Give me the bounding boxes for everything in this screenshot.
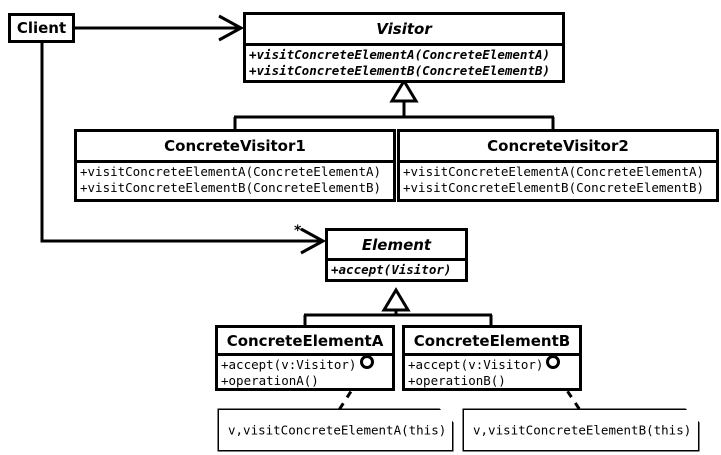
- member-row: +operationA(): [221, 373, 319, 388]
- class-separator: [77, 160, 393, 163]
- class-title-concrete-visitor-1: ConcreteVisitor1: [164, 137, 306, 155]
- member-row: +visitConcreteElementB(ConcreteElementB): [249, 63, 551, 78]
- class-title-concrete-element-b: ConcreteElementB: [413, 331, 571, 350]
- class-members-concrete-visitor-1: +visitConcreteElementA(ConcreteElementA)…: [77, 163, 393, 197]
- note-a-text: v,visitConcreteElementA(this): [228, 422, 447, 438]
- class-separator: [400, 160, 716, 163]
- note-box-b: v,visitConcreteElementB(this): [464, 410, 698, 450]
- multiplicity-label: *: [294, 223, 302, 239]
- client-box[interactable]: Client: [8, 13, 75, 43]
- class-title-element: Element: [361, 235, 432, 254]
- class-title-visitor: Visitor: [376, 20, 432, 38]
- class-members-concrete-element-a: +accept(v:Visitor) +operationA(): [218, 356, 392, 390]
- class-separator: [405, 353, 579, 356]
- member-row: +visitConcreteElementB(ConcreteElementB): [403, 180, 705, 195]
- member-row: +visitConcreteElementA(ConcreteElementA): [249, 47, 551, 62]
- member-row: +visitConcreteElementB(ConcreteElementB): [80, 180, 382, 195]
- class-title-concrete-visitor-2: ConcreteVisitor2: [487, 137, 629, 155]
- visitor-inheritance-triangle: [389, 78, 419, 103]
- class-box-concrete-visitor-2[interactable]: ConcreteVisitor2 +visitConcreteElementA(…: [397, 129, 719, 202]
- provided-interface-circle-a: [360, 355, 374, 369]
- class-members-concrete-element-b: +accept(v:Visitor) +operationB(): [405, 356, 579, 390]
- client-to-element-arrowhead: [300, 227, 327, 255]
- member-row: +visitConcreteElementA(ConcreteElementA): [403, 164, 705, 179]
- client-to-visitor-arrowhead: [218, 14, 245, 42]
- member-row: +operationB(): [408, 373, 506, 388]
- class-title-concrete-element-a: ConcreteElementA: [226, 331, 384, 350]
- provided-interface-circle-b: [546, 355, 560, 369]
- element-inheritance-triangle: [381, 287, 411, 312]
- client-label: Client: [16, 19, 67, 37]
- class-separator: [218, 353, 392, 356]
- member-row: +accept(Visitor): [331, 262, 452, 277]
- class-box-concrete-visitor-1[interactable]: ConcreteVisitor1 +visitConcreteElementA(…: [74, 129, 396, 202]
- member-row: +accept(v:Visitor): [221, 357, 357, 372]
- class-members-element: +accept(Visitor): [328, 261, 465, 279]
- class-separator: [328, 258, 465, 261]
- member-row: +accept(v:Visitor): [408, 357, 544, 372]
- note-b-text: v,visitConcreteElementB(this): [473, 422, 692, 438]
- class-box-visitor[interactable]: Visitor +visitConcreteElementA(ConcreteE…: [243, 12, 565, 83]
- class-separator: [246, 43, 562, 46]
- class-members-visitor: +visitConcreteElementA(ConcreteElementA)…: [246, 46, 562, 80]
- member-row: +visitConcreteElementA(ConcreteElementA): [80, 164, 382, 179]
- class-box-element[interactable]: Element +accept(Visitor): [325, 228, 468, 282]
- note-box-a: v,visitConcreteElementA(this): [219, 410, 452, 450]
- class-members-concrete-visitor-2: +visitConcreteElementA(ConcreteElementA)…: [400, 163, 716, 197]
